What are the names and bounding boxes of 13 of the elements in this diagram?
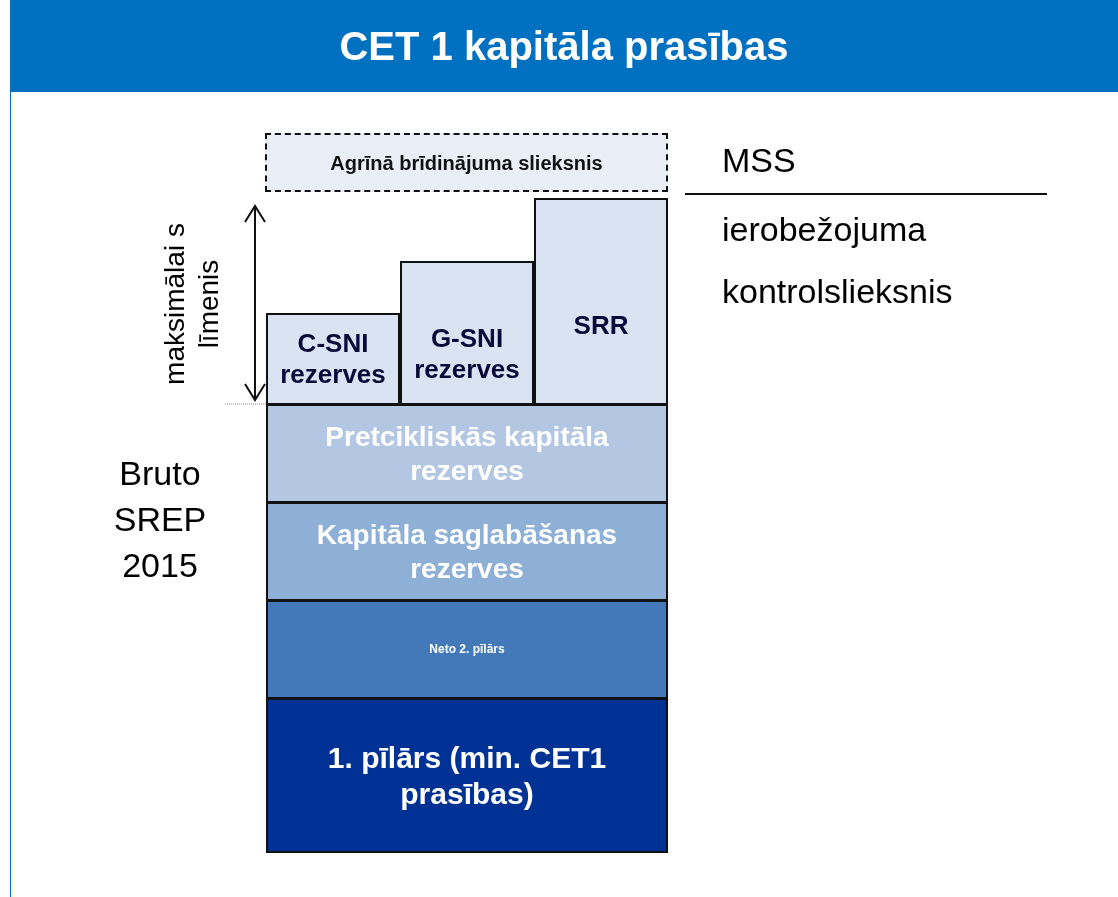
buffer-block: C-SNI rezerves	[266, 313, 400, 405]
buffer-block: G-SNI rezerves	[400, 261, 534, 405]
buffer-layer: Kapitāla saglabāšanas rezerves	[266, 502, 668, 601]
axis-label: maksimālai s līmenis	[158, 222, 225, 387]
buffer-layer: Pretcikliskās kapitāla rezerves	[266, 404, 668, 503]
annotation-text: ierobežojuma kontrolslieksnis	[722, 209, 954, 312]
side-label: Bruto SREP 2015	[112, 453, 208, 586]
title-bar: CET 1 kapitāla prasības	[10, 0, 1118, 92]
pillar-layer: 1. pīlārs (min. CET1 prasības)	[266, 698, 668, 853]
pillar-layer: Neto 2. pīlārs	[266, 600, 668, 699]
threshold-box: Agrīnā brīdinājuma slieksnis	[265, 133, 668, 192]
buffer-block: SRR	[534, 198, 668, 405]
annotation-text: MSS	[722, 140, 797, 181]
